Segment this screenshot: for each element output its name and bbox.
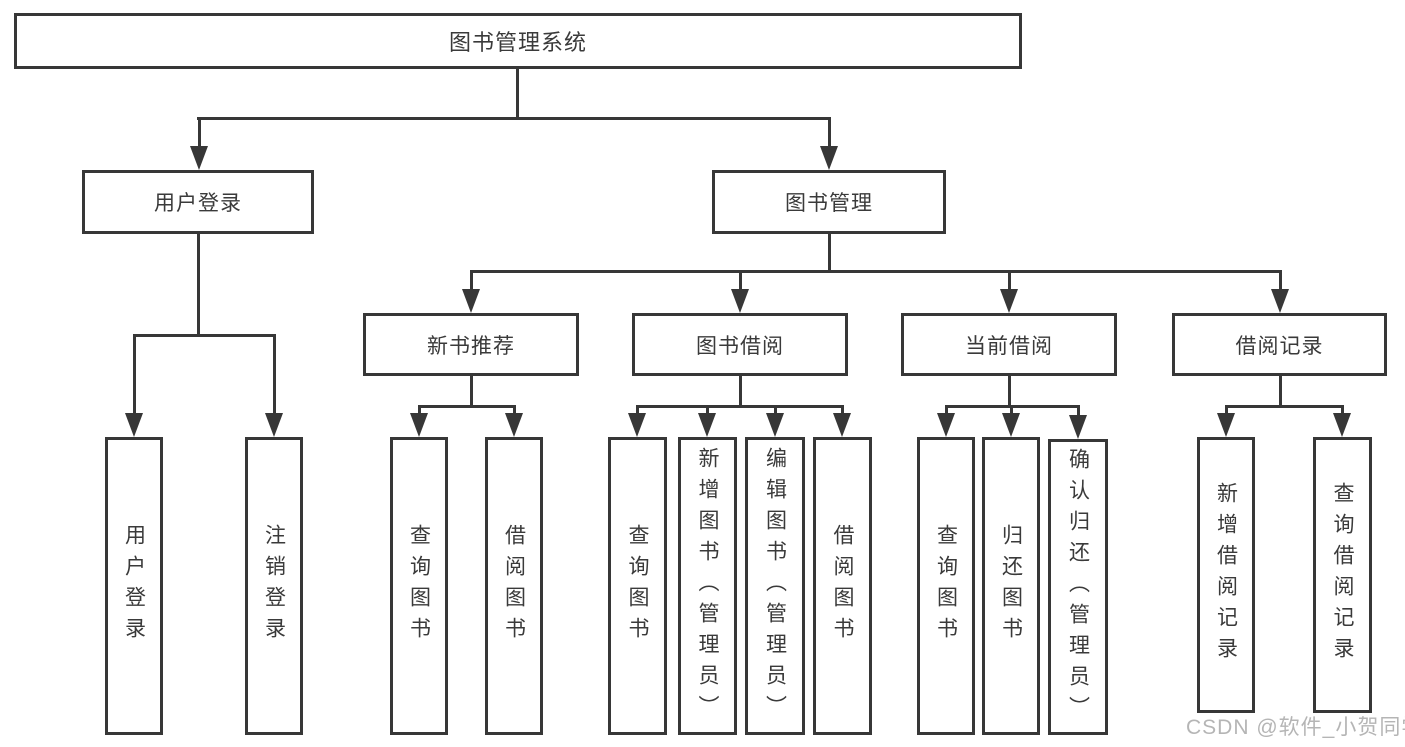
arrow-down-icon — [1069, 415, 1087, 439]
leaf-label: 查询借阅记录 — [1331, 482, 1354, 668]
leaf-borrow-books: 借阅图书 — [813, 437, 872, 735]
node-book-management: 图书管理 — [712, 170, 946, 234]
leaf-label: 编辑图书（管理员） — [763, 446, 787, 726]
connector-line — [273, 334, 276, 416]
arrow-down-icon — [820, 146, 838, 170]
connector-line — [1077, 405, 1080, 416]
arrow-down-icon — [410, 413, 428, 437]
arrow-down-icon — [1217, 413, 1235, 437]
leaf-label: 借阅图书 — [831, 524, 854, 648]
connector-line — [418, 405, 516, 408]
leaf-query-books-recommend: 查询图书 — [390, 437, 448, 735]
connector-line — [739, 376, 742, 407]
leaf-query-books-borrow: 查询图书 — [608, 437, 667, 735]
arrow-down-icon — [833, 413, 851, 437]
leaf-label: 查询图书 — [934, 524, 958, 648]
leaf-label: 查询图书 — [407, 524, 431, 648]
node-current-borrow: 当前借阅 — [901, 313, 1117, 376]
arrow-down-icon — [766, 413, 784, 437]
arrow-down-icon — [505, 413, 523, 437]
connector-line — [828, 233, 831, 273]
connector-line — [1279, 376, 1282, 407]
arrow-down-icon — [125, 413, 143, 437]
node-book-borrow: 图书借阅 — [632, 313, 848, 376]
leaf-confirm-return-admin: 确认归还（管理员） — [1048, 439, 1108, 735]
connector-line — [516, 69, 519, 119]
arrow-down-icon — [937, 413, 955, 437]
connector-line — [1225, 405, 1228, 416]
connector-line — [418, 405, 421, 416]
leaf-query-books-current: 查询图书 — [917, 437, 975, 735]
leaf-borrow-books-recommend: 借阅图书 — [485, 437, 543, 735]
connector-line — [739, 270, 742, 292]
connector-line — [470, 270, 1282, 273]
arrow-down-icon — [1333, 413, 1351, 437]
arrow-down-icon — [698, 413, 716, 437]
leaf-add-books-admin: 新增图书（管理员） — [678, 437, 737, 735]
connector-line — [197, 233, 200, 336]
connector-line — [1279, 270, 1282, 292]
leaf-label: 借阅图书 — [502, 524, 526, 648]
leaf-edit-books-admin: 编辑图书（管理员） — [745, 437, 805, 735]
leaf-return-books: 归还图书 — [982, 437, 1040, 735]
connector-line — [636, 405, 844, 408]
leaf-add-borrow-record: 新增借阅记录 — [1197, 437, 1255, 713]
leaf-label: 归还图书 — [999, 524, 1023, 648]
connector-line — [133, 334, 276, 337]
arrow-down-icon — [265, 413, 283, 437]
node-new-book-recommend: 新书推荐 — [363, 313, 579, 376]
leaf-label: 新增借阅记录 — [1214, 482, 1238, 668]
leaf-user-login: 用户登录 — [105, 437, 163, 735]
connector-line — [1008, 270, 1011, 292]
connector-line — [198, 117, 201, 149]
arrow-down-icon — [628, 413, 646, 437]
connector-line — [828, 117, 831, 149]
connector-line — [470, 376, 473, 407]
connector-line — [1010, 405, 1013, 416]
connector-line — [1341, 405, 1344, 416]
arrow-down-icon — [1271, 289, 1289, 313]
connector-line — [1225, 405, 1344, 408]
node-user-login: 用户登录 — [82, 170, 314, 234]
connector-line — [636, 405, 639, 416]
connector-line — [945, 405, 948, 416]
connector-line — [841, 405, 844, 416]
leaf-label: 查询图书 — [626, 524, 649, 648]
connector-line — [197, 117, 831, 120]
leaf-label: 注销登录 — [262, 524, 286, 648]
connector-line — [513, 405, 516, 416]
arrow-down-icon — [462, 289, 480, 313]
connector-line — [774, 405, 777, 416]
connector-line — [470, 270, 473, 292]
connector-line — [133, 334, 136, 416]
leaf-label: 用户登录 — [122, 524, 146, 648]
csdn-watermark: CSDN @软件_小贺同学 — [1186, 716, 1405, 739]
node-root-system: 图书管理系统 — [14, 13, 1022, 69]
connector-line — [706, 405, 709, 416]
leaf-label: 确认归还（管理员） — [1066, 447, 1090, 727]
arrow-down-icon — [1000, 289, 1018, 313]
leaf-query-borrow-record: 查询借阅记录 — [1313, 437, 1372, 713]
connector-line — [1008, 376, 1011, 407]
leaf-logout: 注销登录 — [245, 437, 303, 735]
leaf-label: 新增图书（管理员） — [696, 446, 719, 726]
arrow-down-icon — [190, 146, 208, 170]
arrow-down-icon — [731, 289, 749, 313]
node-borrow-records: 借阅记录 — [1172, 313, 1387, 376]
arrow-down-icon — [1002, 413, 1020, 437]
